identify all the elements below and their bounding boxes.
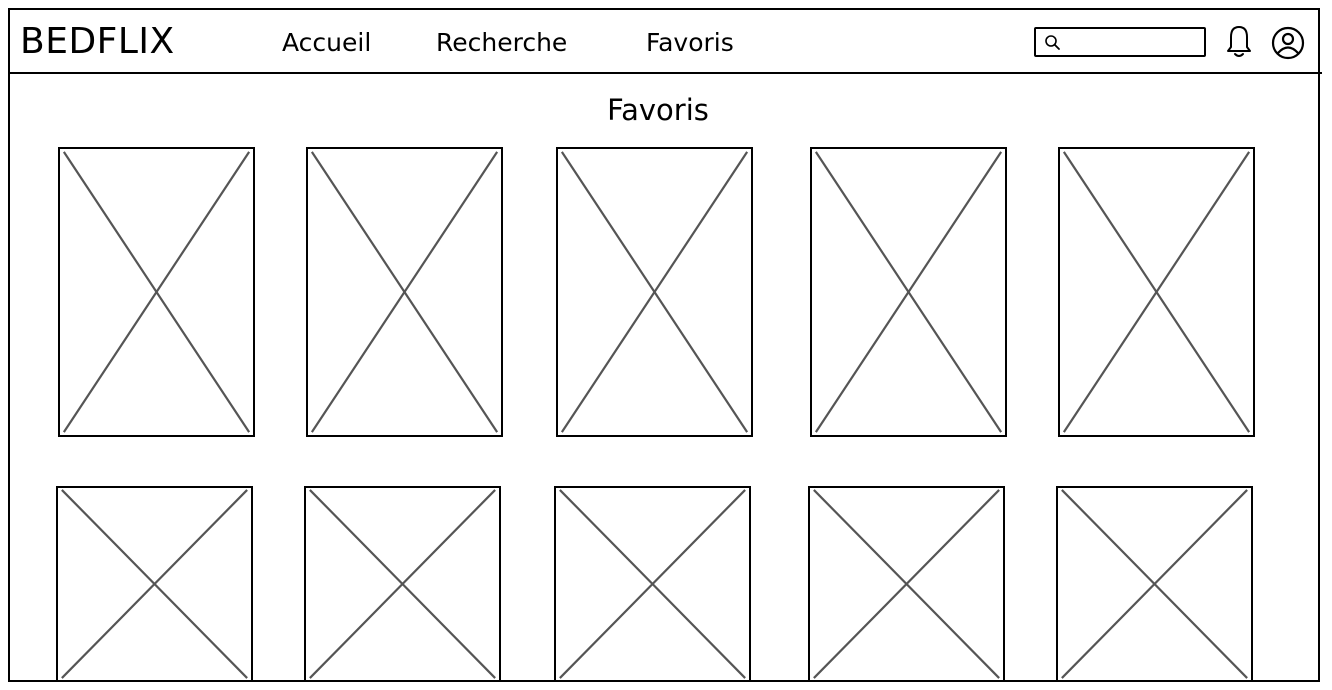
image-placeholder-icon bbox=[58, 488, 251, 680]
top-navigation-bar bbox=[8, 8, 1322, 74]
search-icon bbox=[1045, 35, 1060, 50]
image-placeholder-icon bbox=[1058, 488, 1251, 680]
nav-item-recherche[interactable]: Recherche bbox=[436, 28, 568, 57]
user-circle-icon[interactable] bbox=[1270, 25, 1306, 61]
favorite-item[interactable] bbox=[58, 147, 255, 437]
image-placeholder-icon bbox=[1060, 149, 1253, 435]
bell-icon[interactable] bbox=[1224, 24, 1254, 60]
favorite-item[interactable] bbox=[306, 147, 503, 437]
image-placeholder-icon bbox=[812, 149, 1005, 435]
image-placeholder-icon bbox=[306, 488, 499, 680]
nav-item-favoris[interactable]: Favoris bbox=[646, 28, 734, 57]
page-title: Favoris bbox=[607, 93, 709, 127]
search-input[interactable] bbox=[1064, 31, 1204, 55]
search-box[interactable] bbox=[1034, 27, 1206, 57]
favorite-item[interactable] bbox=[304, 486, 501, 682]
image-placeholder-icon bbox=[558, 149, 751, 435]
favorite-item[interactable] bbox=[1056, 486, 1253, 682]
image-placeholder-icon bbox=[556, 488, 749, 680]
app-logo[interactable]: BEDFLIX bbox=[20, 21, 175, 62]
image-placeholder-icon bbox=[810, 488, 1003, 680]
favorite-item[interactable] bbox=[556, 147, 753, 437]
nav-item-accueil[interactable]: Accueil bbox=[282, 28, 372, 57]
image-placeholder-icon bbox=[60, 149, 253, 435]
favorite-item[interactable] bbox=[554, 486, 751, 682]
image-placeholder-icon bbox=[308, 149, 501, 435]
favorite-item[interactable] bbox=[810, 147, 1007, 437]
favorite-item[interactable] bbox=[808, 486, 1005, 682]
favorite-item[interactable] bbox=[56, 486, 253, 682]
favorite-item[interactable] bbox=[1058, 147, 1255, 437]
